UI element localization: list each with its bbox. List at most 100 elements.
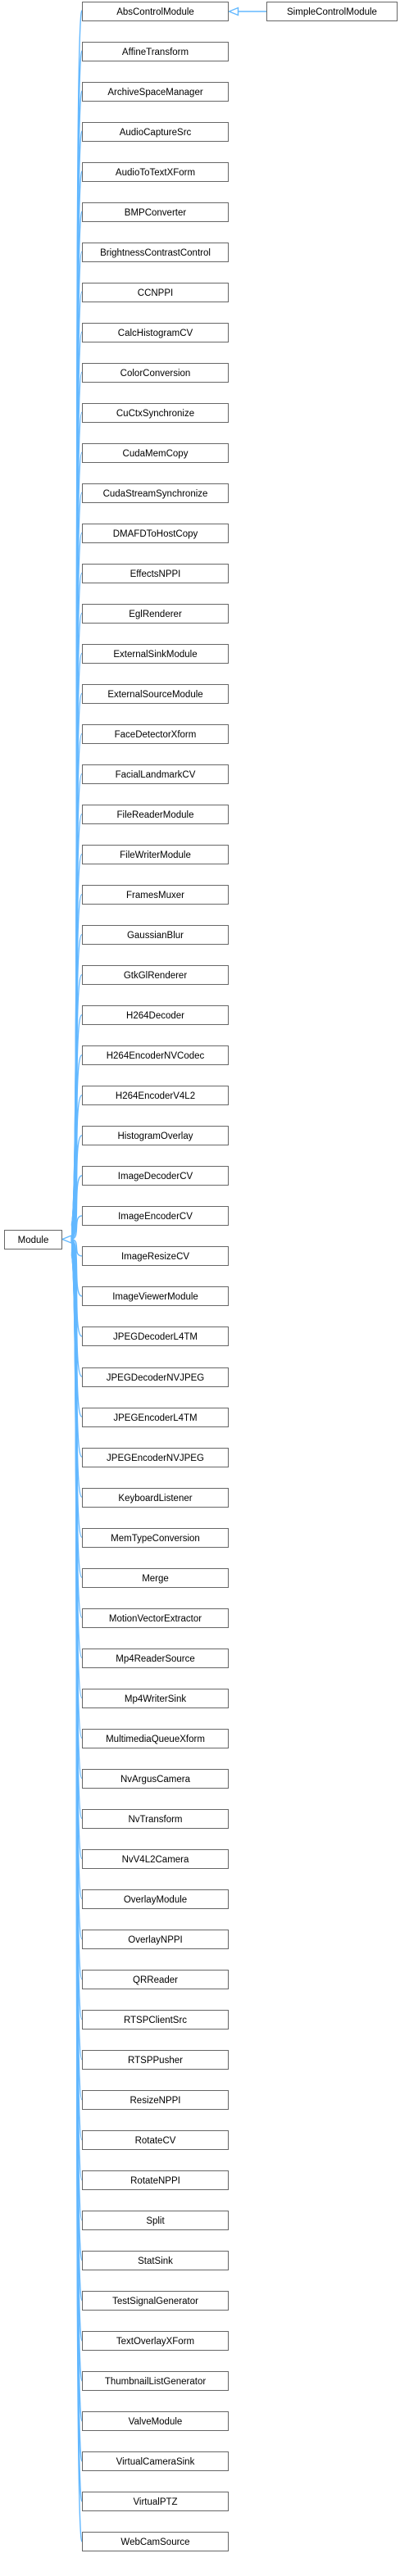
class-node-text-overlay-x-form[interactable]: TextOverlayXForm [82, 2331, 229, 2351]
class-node-color-conversion[interactable]: ColorConversion [82, 363, 229, 383]
class-node-calc-histogram-cv[interactable]: CalcHistogramCV [82, 323, 229, 342]
class-box [82, 1568, 229, 1588]
class-label: CuCtxSynchronize [116, 409, 194, 419]
class-label: Mp4WriterSink [125, 1694, 186, 1704]
class-node-dmafd-to-host-copy[interactable]: DMAFDToHostCopy [82, 524, 229, 543]
class-node-cuda-mem-copy[interactable]: CudaMemCopy [82, 443, 229, 463]
class-node-rotate-nppi[interactable]: RotateNPPI [82, 2170, 229, 2190]
class-node-cuda-stream-synchronize[interactable]: CudaStreamSynchronize [82, 483, 229, 503]
class-node-merge[interactable]: Merge [82, 1568, 229, 1588]
class-node-image-decoder-cv[interactable]: ImageDecoderCV [82, 1166, 229, 1186]
class-label: KeyboardListener [118, 1494, 192, 1503]
class-node-ccnppi[interactable]: CCNPPI [82, 283, 229, 302]
class-node-h264-encoder-v4-l2[interactable]: H264EncoderV4L2 [82, 1086, 229, 1105]
class-node-jpeg-decoder-nvjpeg[interactable]: JPEGDecoderNVJPEG [82, 1367, 229, 1387]
class-node-audio-capture-src[interactable]: AudioCaptureSrc [82, 122, 229, 142]
class-node-external-source-module[interactable]: ExternalSourceModule [82, 684, 229, 704]
class-box [82, 1729, 229, 1748]
class-label: Module [18, 1236, 49, 1245]
class-label: RotateNPPI [130, 2176, 180, 2186]
class-node-brightness-contrast-control[interactable]: BrightnessContrastControl [82, 243, 229, 262]
class-node-multimedia-queue-xform[interactable]: MultimediaQueueXform [82, 1729, 229, 1748]
class-node-jpeg-encoder-l4-tm[interactable]: JPEGEncoderL4TM [82, 1408, 229, 1427]
class-node-virtual-ptz[interactable]: VirtualPTZ [82, 2492, 229, 2511]
class-node-mp4-reader-source[interactable]: Mp4ReaderSource [82, 1649, 229, 1668]
class-label: CalcHistogramCV [118, 329, 193, 338]
class-node-overlay-nppi[interactable]: OverlayNPPI [82, 1930, 229, 1949]
class-label: JPEGEncoderL4TM [113, 1413, 197, 1423]
class-box [82, 764, 229, 784]
class-node-audio-to-text-x-form[interactable]: AudioToTextXForm [82, 162, 229, 182]
class-node-face-detector-xform[interactable]: FaceDetectorXform [82, 724, 229, 744]
class-node-mp4-writer-sink[interactable]: Mp4WriterSink [82, 1689, 229, 1708]
class-node-external-sink-module[interactable]: ExternalSinkModule [82, 644, 229, 664]
class-node-keyboard-listener[interactable]: KeyboardListener [82, 1488, 229, 1508]
class-box [82, 1005, 229, 1025]
class-node-facial-landmark-cv[interactable]: FacialLandmarkCV [82, 764, 229, 784]
class-label: FileWriterModule [120, 850, 191, 860]
class-node-virtual-camera-sink[interactable]: VirtualCameraSink [82, 2451, 229, 2471]
class-node-valve-module[interactable]: ValveModule [82, 2411, 229, 2431]
class-node-jpeg-decoder-l4-tm[interactable]: JPEGDecoderL4TM [82, 1327, 229, 1346]
class-node-simple-control-module[interactable]: SimpleControlModule [266, 2, 398, 21]
class-node-mem-type-conversion[interactable]: MemTypeConversion [82, 1528, 229, 1548]
class-box [82, 1849, 229, 1869]
class-label: ImageEncoderCV [118, 1212, 193, 1222]
class-node-abs-control-module[interactable]: AbsControlModule [82, 2, 229, 21]
class-node-egl-renderer[interactable]: EglRenderer [82, 604, 229, 624]
class-node-overlay-module[interactable]: OverlayModule [82, 1889, 229, 1909]
class-node-effects-nppi[interactable]: EffectsNPPI [82, 564, 229, 583]
class-label: ImageResizeCV [121, 1252, 189, 1262]
class-box [82, 1689, 229, 1708]
class-label: TestSignalGenerator [112, 2297, 198, 2306]
class-label: NvTransform [128, 1815, 182, 1825]
class-node-stat-sink[interactable]: StatSink [82, 2251, 229, 2270]
class-label: AudioToTextXForm [116, 168, 195, 178]
class-label: WebCamSource [120, 2537, 189, 2547]
class-label: JPEGDecoderNVJPEG [107, 1373, 205, 1383]
base-class-node-module[interactable]: Module [4, 1230, 62, 1249]
class-node-frames-muxer[interactable]: FramesMuxer [82, 885, 229, 905]
class-node-image-encoder-cv[interactable]: ImageEncoderCV [82, 1206, 229, 1226]
class-node-jpeg-encoder-nvjpeg[interactable]: JPEGEncoderNVJPEG [82, 1448, 229, 1467]
class-node-nv-v4-l2-camera[interactable]: NvV4L2Camera [82, 1849, 229, 1869]
class-node-gtk-gl-renderer[interactable]: GtkGlRenderer [82, 965, 229, 985]
class-node-affine-transform[interactable]: AffineTransform [82, 42, 229, 61]
class-label: RotateCV [135, 2136, 176, 2146]
class-label: ExternalSinkModule [113, 650, 197, 660]
class-node-thumbnail-list-generator[interactable]: ThumbnailListGenerator [82, 2371, 229, 2391]
class-box [82, 2170, 229, 2190]
class-box [82, 965, 229, 985]
class-node-rtsp-client-src[interactable]: RTSPClientSrc [82, 2010, 229, 2030]
inheritance-arrowhead [61, 1234, 72, 1245]
class-box [82, 925, 229, 945]
class-node-resize-nppi[interactable]: ResizeNPPI [82, 2090, 229, 2110]
class-node-file-reader-module[interactable]: FileReaderModule [82, 805, 229, 824]
class-box [266, 2, 398, 21]
class-node-image-viewer-module[interactable]: ImageViewerModule [82, 1286, 229, 1306]
class-node-motion-vector-extractor[interactable]: MotionVectorExtractor [82, 1608, 229, 1628]
class-node-file-writer-module[interactable]: FileWriterModule [82, 845, 229, 864]
class-box [82, 122, 229, 142]
class-label: ImageDecoderCV [118, 1172, 193, 1181]
class-node-test-signal-generator[interactable]: TestSignalGenerator [82, 2291, 229, 2311]
class-node-cu-ctx-synchronize[interactable]: CuCtxSynchronize [82, 403, 229, 423]
class-label: VirtualCameraSink [116, 2457, 195, 2467]
class-box [82, 243, 229, 262]
class-node-rotate-cv[interactable]: RotateCV [82, 2130, 229, 2150]
class-box [82, 1286, 229, 1306]
class-node-qr-reader[interactable]: QRReader [82, 1970, 229, 1989]
class-node-h264-encoder-nv-codec[interactable]: H264EncoderNVCodec [82, 1045, 229, 1065]
class-node-rtsp-pusher[interactable]: RTSPPusher [82, 2050, 229, 2070]
class-node-histogram-overlay[interactable]: HistogramOverlay [82, 1126, 229, 1145]
class-node-gaussian-blur[interactable]: GaussianBlur [82, 925, 229, 945]
class-node-image-resize-cv[interactable]: ImageResizeCV [82, 1246, 229, 1266]
class-node-split[interactable]: Split [82, 2211, 229, 2230]
class-node-web-cam-source[interactable]: WebCamSource [82, 2532, 229, 2551]
class-node-nv-argus-camera[interactable]: NvArgusCamera [82, 1769, 229, 1789]
class-node-nv-transform[interactable]: NvTransform [82, 1809, 229, 1829]
class-label: HistogramOverlay [117, 1132, 193, 1141]
class-node-h264-decoder[interactable]: H264Decoder [82, 1005, 229, 1025]
class-node-archive-space-manager[interactable]: ArchiveSpaceManager [82, 82, 229, 102]
class-node-bmp-converter[interactable]: BMPConverter [82, 202, 229, 222]
